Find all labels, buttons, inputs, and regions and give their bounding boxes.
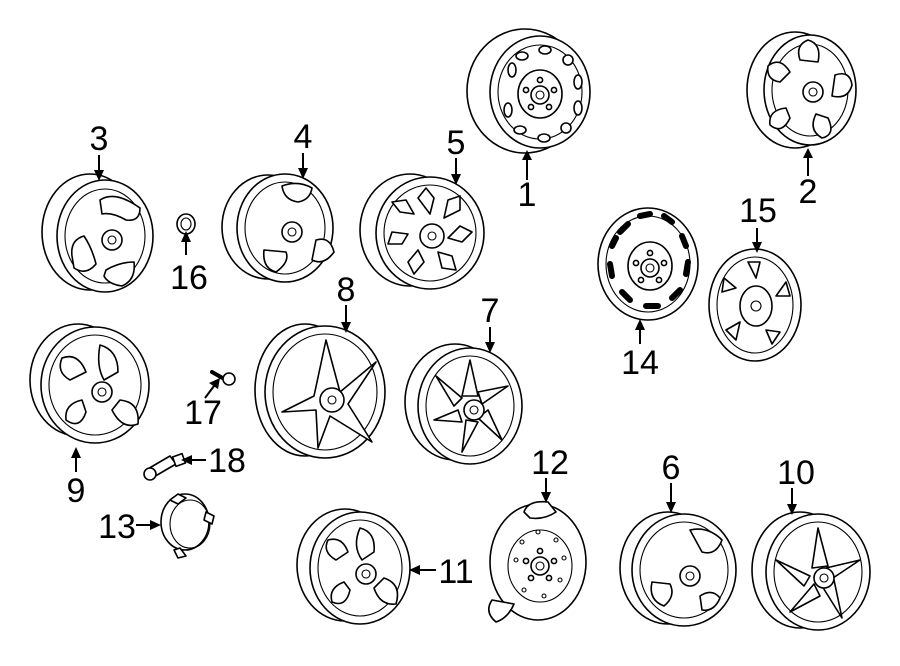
callout-2: 2 — [799, 173, 818, 211]
callout-14: 14 — [621, 344, 659, 382]
part-1-steel-wheel — [466, 28, 591, 154]
part-14-wheel-cover — [597, 207, 699, 321]
callout-13: 13 — [98, 508, 136, 546]
callout-4: 4 — [294, 118, 313, 156]
callout-labels: 1 2 3 4 5 6 7 8 9 10 11 12 13 14 15 16 1… — [67, 118, 818, 591]
part-15-wheel-cover — [708, 248, 802, 362]
part-2-alloy-wheel — [746, 31, 857, 149]
part-10-alloy-wheel — [751, 511, 871, 631]
part-17-bolt — [210, 370, 236, 386]
callout-1: 1 — [518, 176, 537, 214]
part-8-alloy-wheel — [254, 323, 386, 459]
part-6-alloy-wheel — [619, 511, 737, 627]
part-9-alloy-wheel — [29, 323, 150, 444]
callout-11: 11 — [438, 553, 473, 591]
callout-12: 12 — [531, 444, 569, 482]
callout-9: 9 — [67, 472, 86, 510]
callout-15: 15 — [739, 192, 777, 230]
callout-16: 16 — [170, 259, 208, 297]
part-13-sensor-band — [160, 493, 215, 559]
part-3-alloy-wheel — [41, 173, 154, 293]
callout-6: 6 — [662, 449, 681, 487]
callout-5: 5 — [447, 124, 466, 162]
part-7-alloy-wheel — [404, 343, 523, 465]
part-11-alloy-wheel — [296, 508, 411, 625]
callout-18: 18 — [208, 442, 246, 480]
callout-8: 8 — [337, 271, 356, 309]
leader-lines — [71, 148, 813, 575]
part-4-alloy-wheel — [221, 173, 335, 283]
callout-17: 17 — [184, 394, 222, 432]
part-12-spare-wheel — [488, 500, 587, 623]
part-18-valve-stem — [143, 452, 187, 481]
callout-10: 10 — [777, 454, 815, 492]
part-5-alloy-wheel — [359, 173, 485, 290]
callout-7: 7 — [481, 292, 500, 330]
callout-3: 3 — [90, 120, 109, 158]
